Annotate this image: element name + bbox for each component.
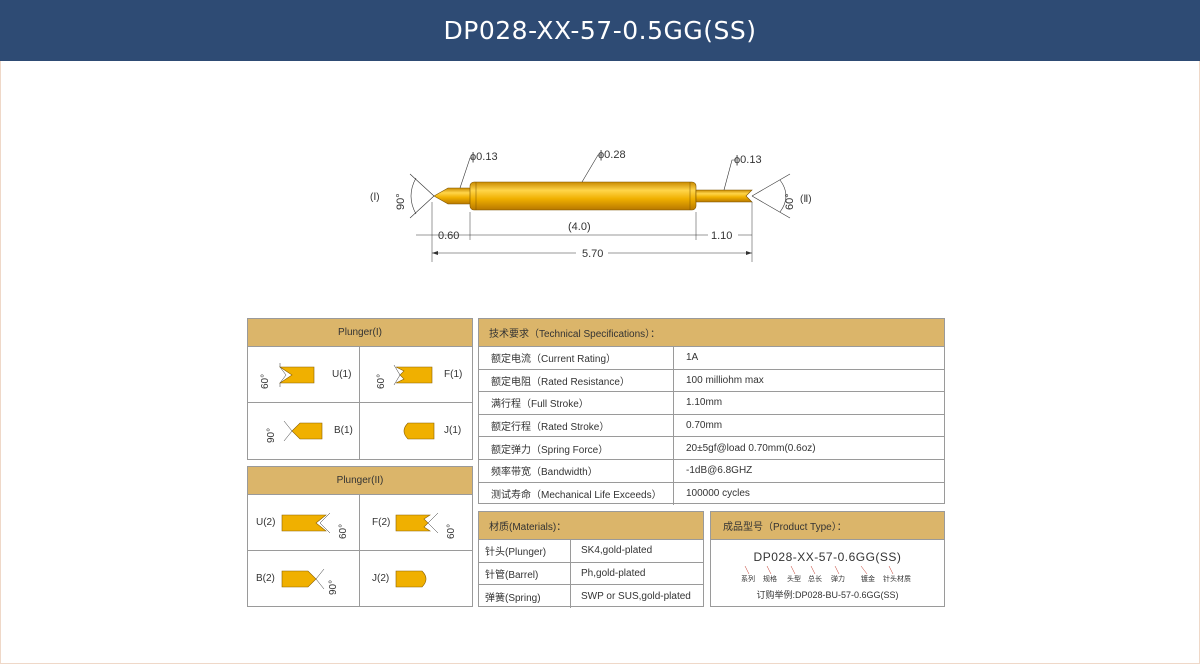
- specs-rows: 额定电流（Current Rating） 1A 额定电阻（Rated Resist…: [479, 347, 944, 506]
- product-code-leaders: [744, 565, 894, 575]
- material-value: SK4,gold-plated: [581, 545, 653, 557]
- part-label: 系列: [741, 576, 755, 583]
- product-type-panel: 成品型号（Product Type）： DP028-XX-57-0.6GG(SS…: [710, 511, 945, 607]
- spec-value: 100 milliohm max: [686, 374, 764, 386]
- svg-text:90°: 90°: [266, 428, 277, 443]
- plunger-u1-label: U(1): [332, 369, 352, 380]
- table-row: 额定弹力（Spring Force） 20±5gf@load 0.70mm(0.6…: [479, 437, 944, 460]
- specs-table: 技术要求（Technical Specifications）： 额定电流（Cur…: [478, 318, 945, 506]
- material-label: 弹簧(Spring): [479, 585, 571, 608]
- page-header: DP028-XX-57-0.5GG(SS): [0, 0, 1200, 61]
- right-plunger: [695, 189, 753, 203]
- table-row: 测试寿命（Mechanical Life Exceeds） 100000 cycl…: [479, 482, 944, 506]
- svg-text:60°: 60°: [446, 524, 457, 539]
- plunger2-title: Plunger(II): [248, 467, 472, 495]
- dim-mid-label: (4.0): [568, 221, 591, 233]
- product-code-parts: 系列 规格 头型 总长 弹力 镀金 针头材质: [741, 574, 921, 588]
- left-angle-label: 90°: [395, 193, 407, 210]
- material-label: 针头(Plunger): [479, 540, 571, 562]
- plunger-f2-label: F(2): [372, 517, 391, 528]
- specs-title: 技术要求（Technical Specifications）：: [479, 319, 944, 347]
- svg-text:60°: 60°: [260, 374, 271, 389]
- spec-value: 1.10mm: [686, 397, 723, 409]
- spec-value: 0.70mm: [686, 420, 723, 432]
- spec-label: 额定行程（Rated Stroke）: [479, 414, 674, 437]
- product-type-title: 成品型号（Product Type）：: [711, 512, 944, 540]
- order-example: 订购举例:DP028-BU-57-0.6GG(SS): [756, 590, 899, 600]
- plunger-j2: J(2): [360, 551, 472, 606]
- left-end-label: (Ⅰ): [370, 192, 380, 203]
- dim-total-label: 5.70: [582, 248, 603, 260]
- spec-label: 额定电流（Current Rating）: [479, 347, 674, 369]
- plunger-u2-label: U(2): [256, 517, 276, 528]
- spec-label: 频率带宽（Bandwidth）: [479, 459, 674, 482]
- right-end-label: (Ⅱ): [800, 194, 812, 205]
- table-row: 额定电流（Current Rating） 1A: [479, 347, 944, 370]
- spec-value: -1dB@6.8GHZ: [686, 465, 753, 477]
- materials-table: 材质(Materials)： 针头(Plunger) SK4,gold-plate…: [478, 511, 704, 608]
- barrel: [469, 181, 697, 211]
- part-label: 头型: [787, 576, 801, 583]
- spec-label: 额定弹力（Spring Force）: [479, 437, 674, 459]
- table-row: 额定电阻（Rated Resistance） 100 milliohm max: [479, 369, 944, 393]
- plunger-b1: 90° B(1): [248, 403, 360, 459]
- svg-text:60°: 60°: [376, 374, 387, 389]
- materials-rows: 针头(Plunger) SK4,gold-plated 针管(Barrel) Ph,…: [479, 540, 703, 608]
- plunger2-panel: Plunger(II) U(2) 60° F(2) 60° B(2): [247, 466, 473, 607]
- plunger-f1: 60° F(1): [360, 347, 472, 403]
- spec-label: 满行程（Full Stroke）: [479, 392, 674, 414]
- table-row: 满行程（Full Stroke） 1.10mm: [479, 392, 944, 415]
- part-label: 总长: [808, 576, 822, 583]
- materials-title: 材质(Materials)：: [479, 512, 703, 540]
- dim-left-label: 0.60: [438, 230, 459, 242]
- plunger-u1: 60° U(1): [248, 347, 360, 403]
- dim-right-label: 1.10: [711, 230, 732, 242]
- plunger-u2: U(2) 60°: [248, 495, 360, 551]
- plunger1-title: Plunger(I): [248, 319, 472, 347]
- plunger-j1-label: J(1): [444, 425, 462, 436]
- plunger-f2: F(2) 60°: [360, 495, 472, 551]
- svg-text:60°: 60°: [338, 524, 349, 539]
- part-label: 针头材质: [883, 576, 911, 583]
- plunger-b2: B(2) 90°: [248, 551, 360, 606]
- plunger-j2-label: J(2): [372, 573, 390, 584]
- spec-label: 额定电阻（Rated Resistance）: [479, 369, 674, 392]
- table-row: 额定行程（Rated Stroke） 0.70mm: [479, 414, 944, 438]
- table-row: 针管(Barrel) Ph,gold-plated: [479, 562, 703, 586]
- right-angle-label: 60°: [784, 193, 796, 210]
- page-title: DP028-XX-57-0.5GG(SS): [443, 16, 757, 45]
- left-plunger-tip: [433, 187, 473, 205]
- part-label: 弹力: [831, 576, 845, 583]
- material-value: Ph,gold-plated: [581, 567, 646, 579]
- dia-left-label: ϕ0.13: [470, 151, 498, 163]
- table-row: 频率带宽（Bandwidth） -1dB@6.8GHZ: [479, 459, 944, 483]
- table-row: 针头(Plunger) SK4,gold-plated: [479, 540, 703, 563]
- spec-label: 测试寿命（Mechanical Life Exceeds）: [479, 482, 674, 506]
- plunger-j1: J(1): [360, 403, 472, 459]
- plunger-f1-label: F(1): [444, 369, 463, 380]
- table-row: 弹簧(Spring) SWP or SUS,gold-plated: [479, 585, 703, 608]
- material-label: 针管(Barrel): [479, 562, 571, 585]
- plunger-b2-label: B(2): [256, 573, 275, 584]
- spec-value: 100000 cycles: [686, 488, 750, 500]
- part-label: 规格: [763, 576, 777, 583]
- plunger1-panel: Plunger(I) 60° U(1) 60° F(1): [247, 318, 473, 460]
- material-value: SWP or SUS,gold-plated: [581, 590, 691, 602]
- dia-mid-label: ϕ0.28: [598, 149, 626, 161]
- probe-drawing: 90° (Ⅰ) 60° (Ⅱ) ϕ0.13 ϕ0.28 ϕ0.13 0.60 (…: [360, 140, 840, 270]
- product-code: DP028-XX-57-0.6GG(SS): [753, 550, 902, 564]
- part-label: 镀金: [861, 576, 875, 583]
- dia-right-label: ϕ0.13: [734, 154, 762, 166]
- svg-text:90°: 90°: [328, 580, 339, 595]
- spec-value: 20±5gf@load 0.70mm(0.6oz): [686, 442, 816, 454]
- spec-value: 1A: [686, 352, 699, 364]
- plunger-b1-label: B(1): [334, 425, 353, 436]
